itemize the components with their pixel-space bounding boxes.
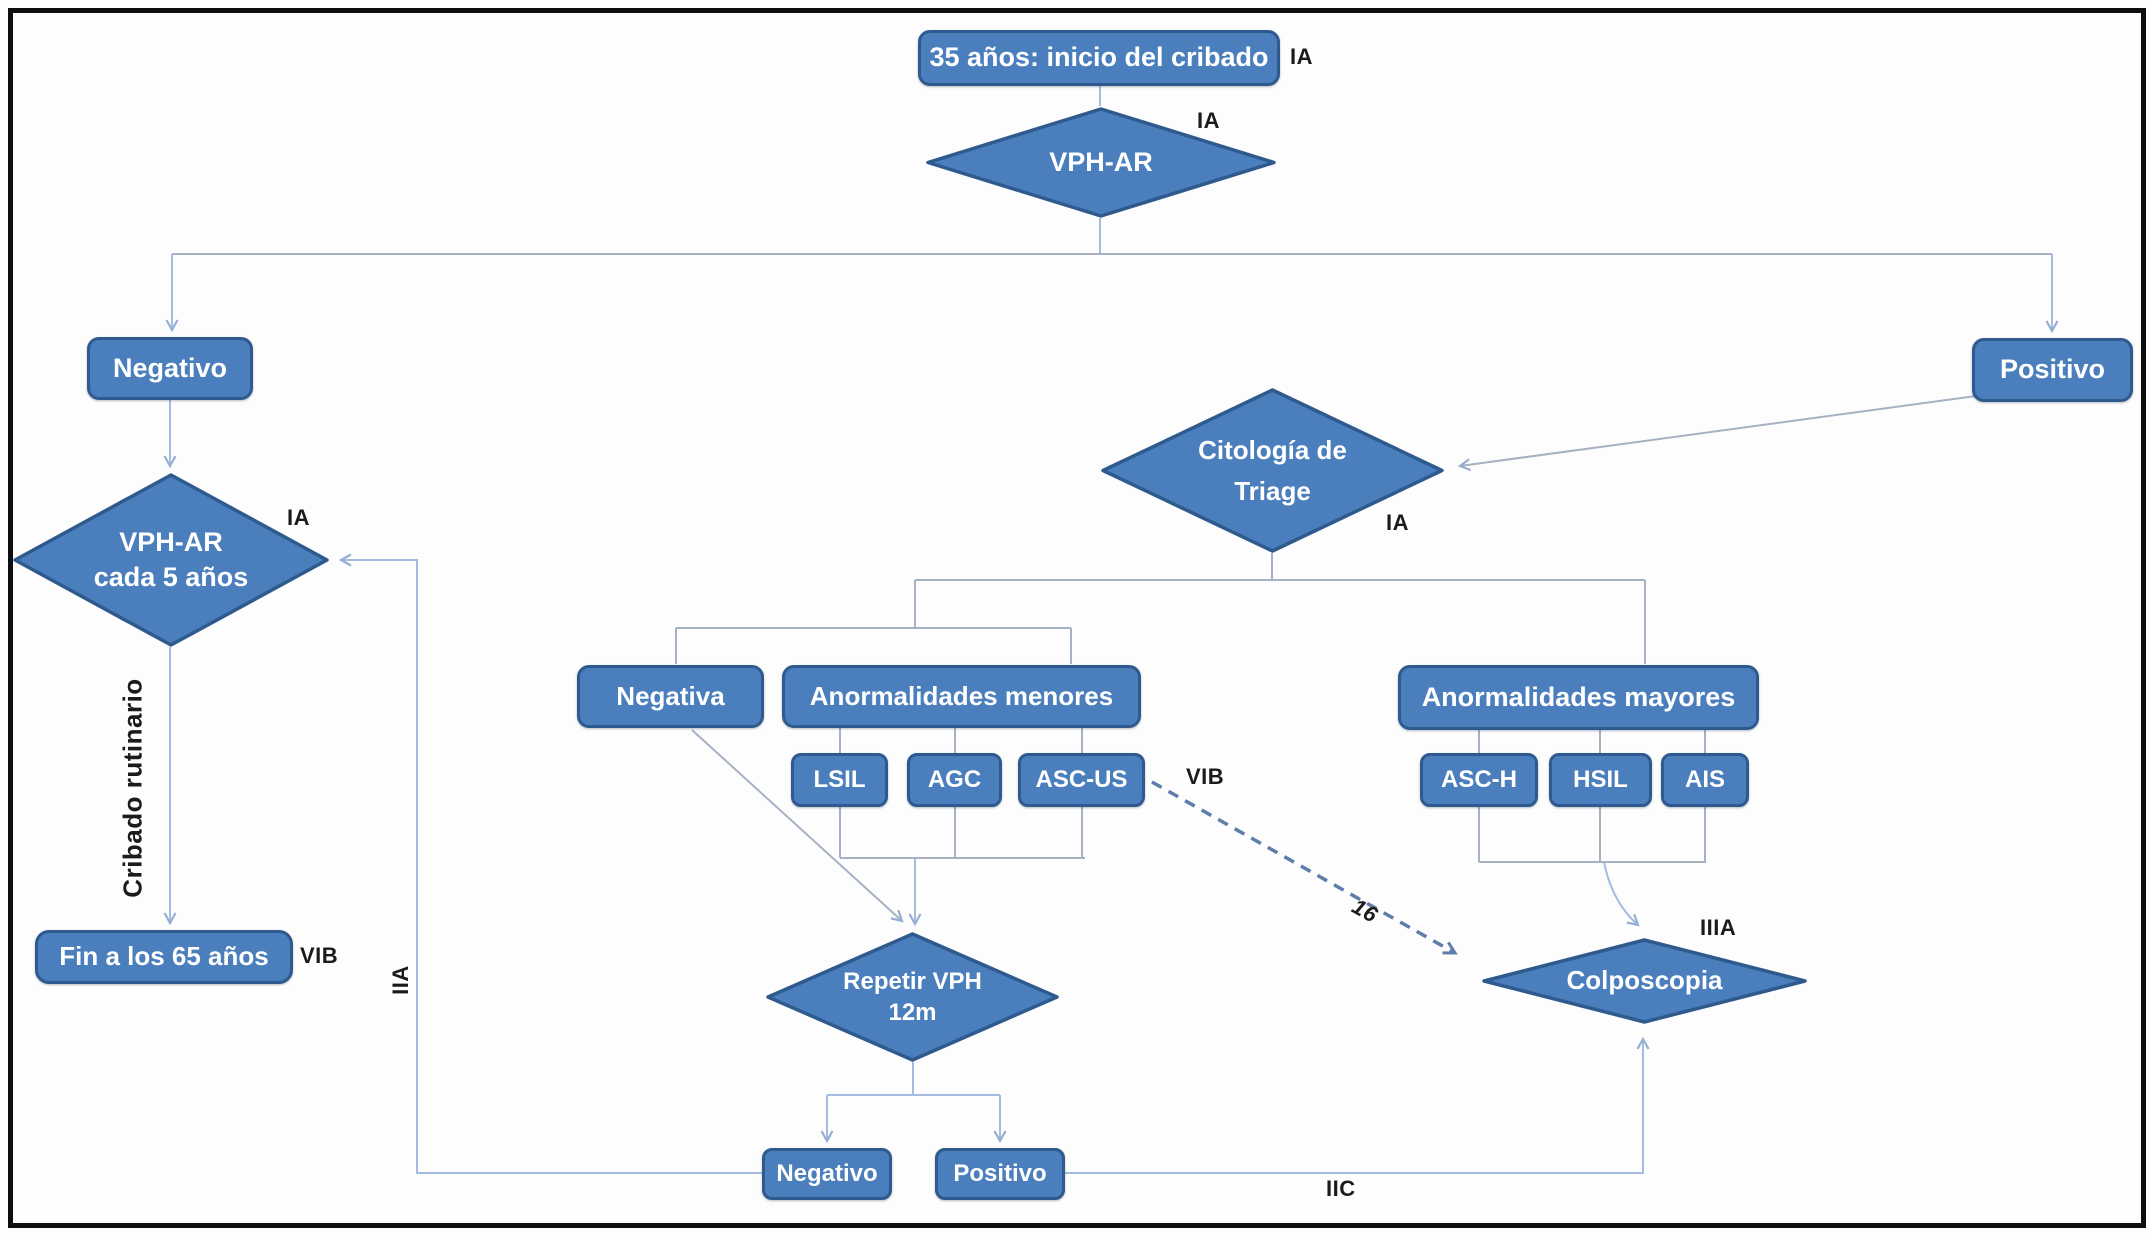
decision-colposcopia: Colposcopia bbox=[1481, 938, 1808, 1024]
node-agc: AGC bbox=[907, 753, 1002, 807]
decision-repetir-line1: Repetir VPH bbox=[843, 967, 982, 995]
decision-citologia-line1: Citología de bbox=[1198, 435, 1347, 466]
tag-iia-rotated: IIA bbox=[388, 965, 413, 995]
node-positivo-bottom: Positivo bbox=[935, 1148, 1065, 1200]
tag-ia-vph5: IA bbox=[287, 505, 310, 530]
edge-positivo-colposcopia bbox=[1065, 1036, 1650, 1174]
node-asch: ASC-H bbox=[1420, 753, 1538, 807]
decision-citologia: Citología de Triage bbox=[1100, 388, 1445, 553]
decision-repetir-vph: Repetir VPH 12m bbox=[765, 932, 1060, 1062]
node-lsil-label: LSIL bbox=[813, 766, 866, 794]
node-negativo-bottom: Negativo bbox=[762, 1148, 892, 1200]
node-mayores-label: Anormalidades mayores bbox=[1421, 681, 1736, 712]
node-negativa-label: Negativa bbox=[616, 680, 725, 711]
node-menores-label: Anormalidades menores bbox=[809, 680, 1114, 711]
decision-vph5-line1: VPH-AR bbox=[119, 526, 223, 557]
node-positivo-bottom-label: Positivo bbox=[953, 1160, 1047, 1188]
decision-repetir-shape bbox=[766, 932, 1059, 1062]
node-ais: AIS bbox=[1661, 753, 1749, 807]
decision-citologia-shape bbox=[1101, 388, 1444, 553]
tag-vib-fin65: VIB bbox=[300, 943, 339, 968]
node-ascus: ASC-US bbox=[1018, 753, 1145, 807]
decision-vphar-label: VPH-AR bbox=[1049, 146, 1153, 177]
node-agc-label: AGC bbox=[927, 766, 982, 794]
node-start: 35 años: inicio del cribado bbox=[918, 30, 1280, 86]
decision-colposcopia-shape bbox=[1482, 938, 1807, 1024]
edge-negativa-repetir bbox=[691, 729, 904, 923]
decision-vph5: VPH-AR cada 5 años bbox=[12, 473, 330, 647]
decision-vphar-shape bbox=[926, 107, 1276, 218]
node-start-label: 35 años: inicio del cribado bbox=[929, 42, 1269, 73]
node-negativo-top-label: Negativo bbox=[112, 352, 228, 383]
node-negativo-top: Negativo bbox=[87, 337, 253, 400]
node-hsil: HSIL bbox=[1549, 753, 1652, 807]
decision-repetir-line2: 12m bbox=[888, 999, 937, 1026]
tag-iic: IIC bbox=[1326, 1176, 1356, 1201]
node-asch-label: ASC-H bbox=[1441, 766, 1517, 794]
node-negativa: Negativa bbox=[577, 665, 764, 728]
decision-repetir-text: Repetir VPH 12m bbox=[765, 932, 1060, 1062]
decision-vph5-text: VPH-AR cada 5 años bbox=[12, 473, 330, 647]
node-negativo-bottom-label: Negativo bbox=[776, 1160, 878, 1188]
node-positivo-top: Positivo bbox=[1972, 338, 2133, 402]
decision-colposcopia-label: Colposcopia bbox=[1566, 965, 1723, 996]
node-hsil-label: HSIL bbox=[1573, 766, 1628, 794]
node-ais-label: AIS bbox=[1684, 766, 1725, 794]
tag-ia-start: IA bbox=[1290, 44, 1313, 69]
decision-citologia-text: Citología de Triage bbox=[1100, 388, 1445, 553]
diagram-frame bbox=[8, 8, 2146, 1228]
decision-vphar-text: VPH-AR bbox=[925, 107, 1277, 218]
node-anormalidades-mayores: Anormalidades mayores bbox=[1398, 665, 1759, 730]
label-cribado-rutinario-rotated: Cribado rutinario bbox=[117, 678, 148, 898]
node-fin65: Fin a los 65 años bbox=[35, 930, 293, 984]
decision-citologia-line2: Triage bbox=[1234, 475, 1311, 506]
decision-vph5-line2: cada 5 años bbox=[93, 562, 249, 592]
tag-ia-citologia: IA bbox=[1386, 510, 1409, 535]
node-ascus-label: ASC-US bbox=[1035, 766, 1128, 794]
node-fin65-label: Fin a los 65 años bbox=[59, 941, 269, 972]
edge-ascus16-colposcopia-dashed bbox=[1151, 780, 1458, 955]
node-lsil: LSIL bbox=[791, 753, 888, 807]
decision-colposcopia-text: Colposcopia bbox=[1481, 938, 1808, 1024]
decision-vphar: VPH-AR bbox=[925, 107, 1277, 218]
tag-iiia-colposcopia: IIIA bbox=[1700, 915, 1737, 940]
edge-collector-colposcopia bbox=[1603, 861, 1640, 927]
node-positivo-top-label: Positivo bbox=[1999, 354, 2106, 385]
tag-ia-vphar: IA bbox=[1197, 108, 1220, 133]
edge-positivo-citologia bbox=[1457, 395, 1977, 472]
decision-vph5-shape bbox=[13, 473, 329, 647]
node-anormalidades-menores: Anormalidades menores bbox=[782, 665, 1141, 728]
edge-negativo-loop-vph5 bbox=[338, 553, 762, 1174]
tag-vib-ascus: VIB bbox=[1186, 764, 1225, 789]
